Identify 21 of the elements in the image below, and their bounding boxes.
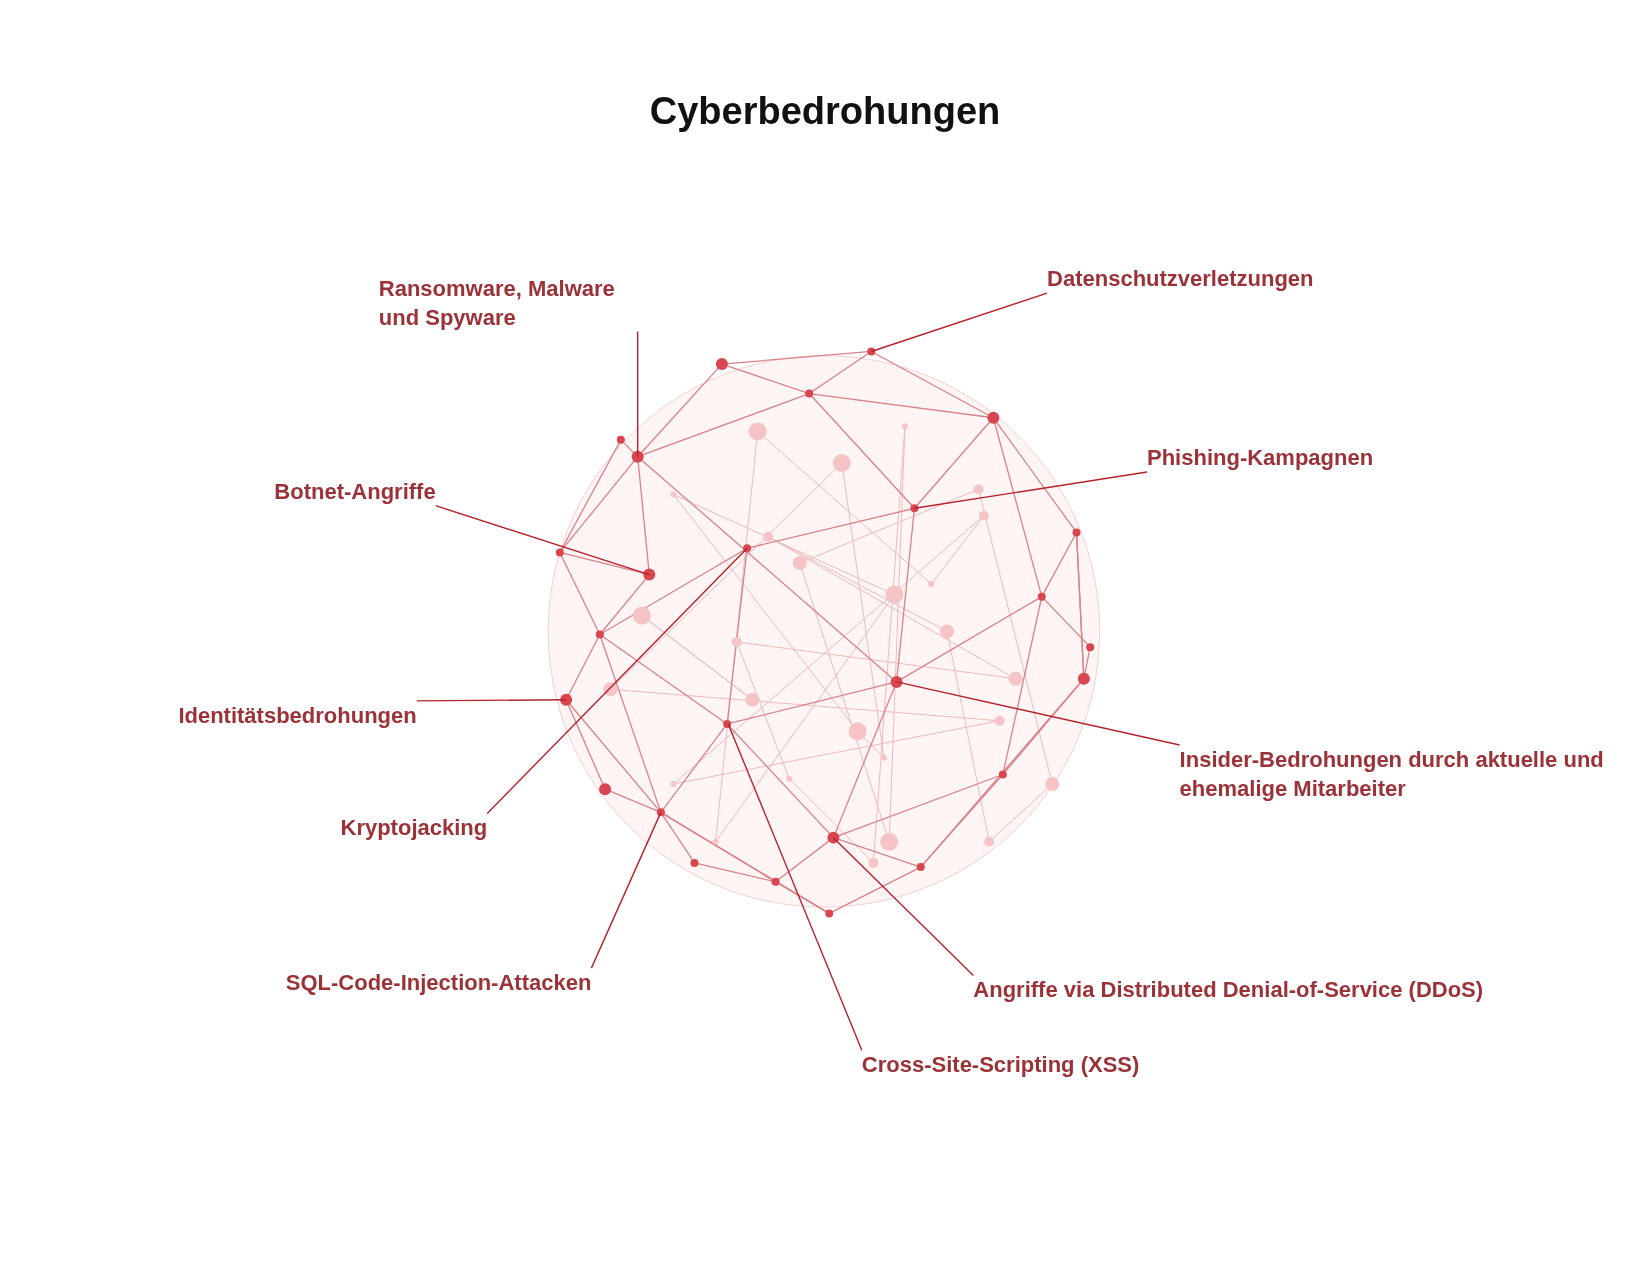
leader-line	[913, 471, 1148, 509]
threat-label: SQL-Code-Injection-Attacken	[285, 968, 592, 998]
threat-label: Kryptojacking	[340, 813, 488, 843]
threat-label: Datenschutzverletzungen	[1047, 264, 1314, 294]
leader-line	[416, 699, 567, 702]
threat-label: Identitätsbedrohungen	[178, 700, 417, 730]
threat-label: Insider-Bedrohungen durch aktuelle und ehemalige Mitarbeiter	[1179, 745, 1610, 803]
threat-label: Phishing-Kampagnen	[1147, 443, 1374, 472]
leader-line	[590, 811, 662, 969]
leader-line	[895, 681, 1181, 746]
leader-line	[434, 505, 650, 576]
title: Cyberbedrohungen	[648, 90, 1002, 133]
leader-line	[870, 292, 1048, 353]
threat-label: Ransomware, Malware und Spyware	[378, 273, 649, 332]
leader-line	[486, 547, 748, 815]
leader-line	[832, 836, 975, 977]
threat-label: Angriffe via Distributed Denial-of-Service (DDoS)	[973, 975, 1484, 1005]
threat-label: Botnet-Angriffe	[274, 476, 436, 506]
threat-label: Cross-Site-Scripting (XSS)	[861, 1050, 1140, 1080]
leader-line	[727, 723, 863, 1051]
leader-line	[637, 330, 639, 458]
